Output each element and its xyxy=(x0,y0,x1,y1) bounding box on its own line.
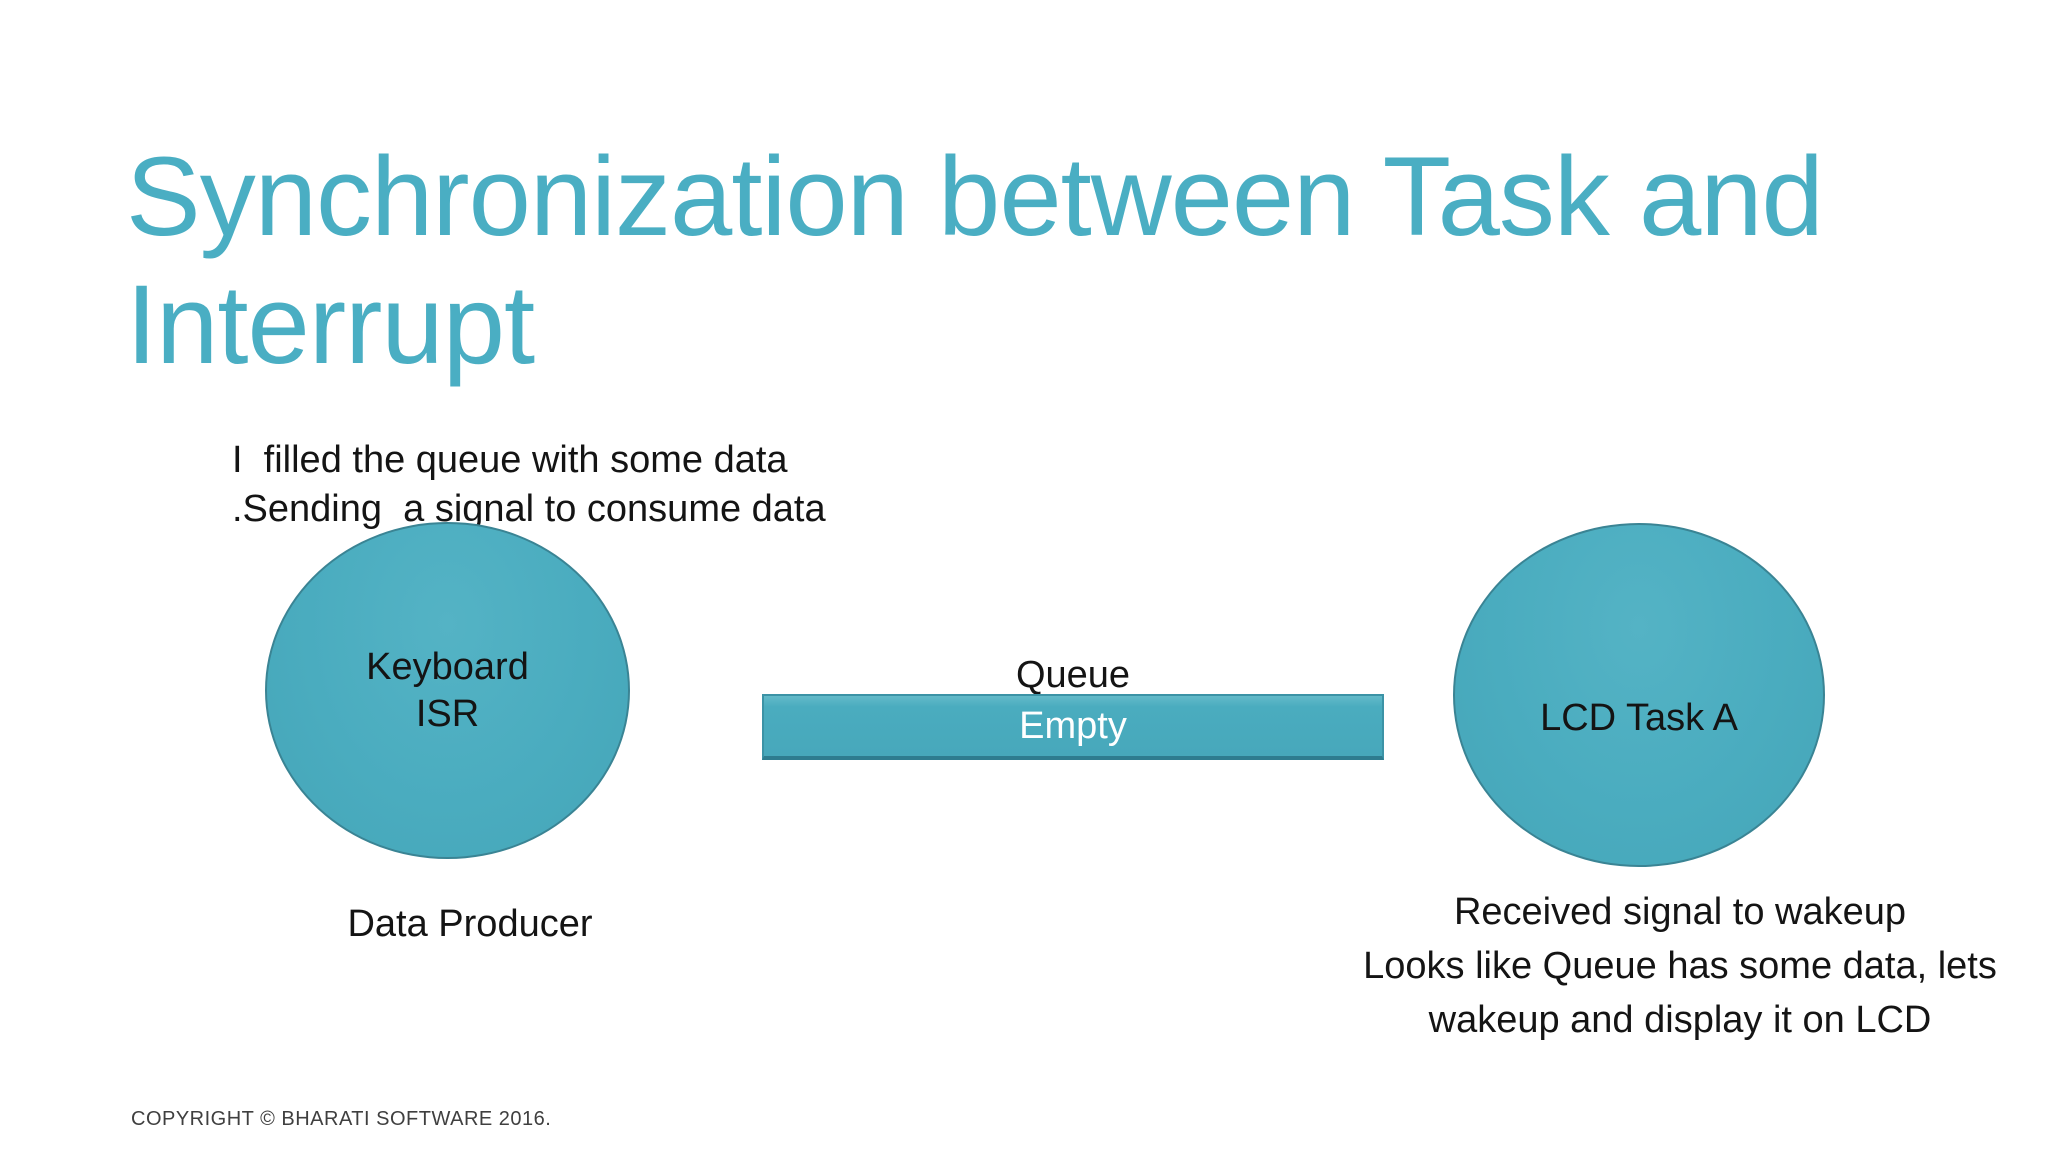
producer-circle-label: Keyboard ISR xyxy=(366,646,529,735)
consumer-note: Received signal to wakeup Looks like Que… xyxy=(1363,891,1997,1041)
queue-state-text: Empty xyxy=(1019,704,1127,747)
copyright-text: COPYRIGHT © BHARATI SOFTWARE 2016. xyxy=(131,1108,552,1130)
slide-title: Synchronization between Task and Interru… xyxy=(126,134,1824,387)
producer-circle: Keyboard ISR xyxy=(265,522,630,859)
queue-box: Empty xyxy=(762,694,1384,760)
producer-caption: Data Producer xyxy=(347,903,593,945)
consumer-circle-label: LCD Task A xyxy=(1540,696,1738,739)
consumer-circle: LCD Task A xyxy=(1453,523,1825,867)
queue-label: Queue xyxy=(1015,654,1131,696)
producer-note: I filled the queue with some data .Sendi… xyxy=(232,439,826,530)
